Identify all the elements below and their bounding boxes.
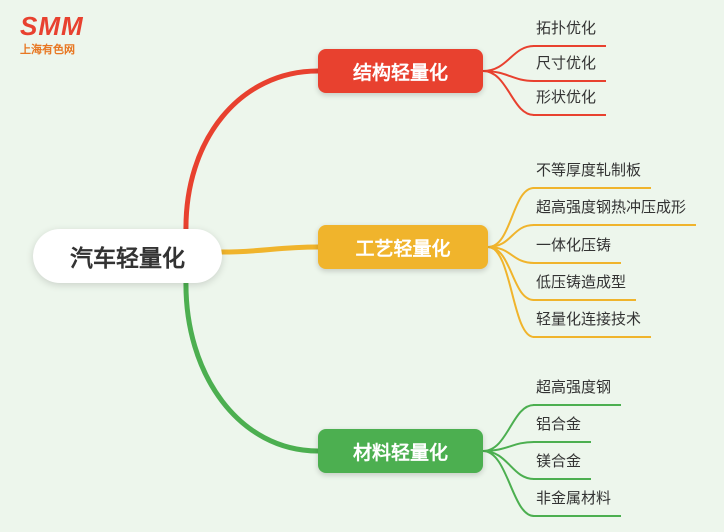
link-material-child-4 [482, 450, 535, 517]
subtopic-process-5[interactable]: 轻量化连接技术 [533, 310, 652, 338]
link-root-process [219, 244, 321, 255]
subtopic-material-4[interactable]: 非金属材料 [533, 489, 622, 517]
link-root-material [183, 276, 321, 454]
link-root-structure [183, 68, 321, 236]
subtopic-process-3[interactable]: 一体化压铸 [533, 236, 622, 264]
link-material-child-2 [482, 441, 535, 452]
branch-process[interactable]: 工艺轻量化 [318, 225, 488, 269]
subtopic-material-3[interactable]: 镁合金 [533, 452, 592, 480]
subtopic-structure-1[interactable]: 拓扑优化 [533, 19, 607, 47]
branch-structure[interactable]: 结构轻量化 [318, 49, 483, 93]
branch-material[interactable]: 材料轻量化 [318, 429, 483, 473]
link-structure-child-1 [482, 45, 535, 72]
root-node-topic[interactable]: 汽车轻量化 [33, 229, 222, 283]
link-process-child-5 [487, 246, 535, 338]
subtopic-process-4[interactable]: 低压铸造成型 [533, 273, 637, 301]
subtopic-process-1[interactable]: 不等厚度轧制板 [533, 161, 652, 189]
subtopic-structure-3[interactable]: 形状优化 [533, 88, 607, 116]
link-process-child-2 [487, 224, 535, 248]
subtopic-process-2[interactable]: 超高强度钢热冲压成形 [533, 198, 697, 226]
smm-logo-subtitle: 上海有色网 [20, 44, 75, 56]
link-material-child-3 [482, 450, 535, 480]
link-material-child-1 [482, 404, 535, 452]
subtopic-structure-2[interactable]: 尺寸优化 [533, 54, 607, 82]
link-structure-child-3 [482, 70, 535, 116]
smm-logo-text: SMM [20, 11, 84, 41]
subtopic-material-2[interactable]: 铝合金 [533, 415, 592, 443]
subtopic-material-1[interactable]: 超高强度钢 [533, 378, 622, 406]
link-process-child-1 [487, 187, 535, 248]
smm-logo: SMM 上海有色网 [20, 12, 84, 57]
